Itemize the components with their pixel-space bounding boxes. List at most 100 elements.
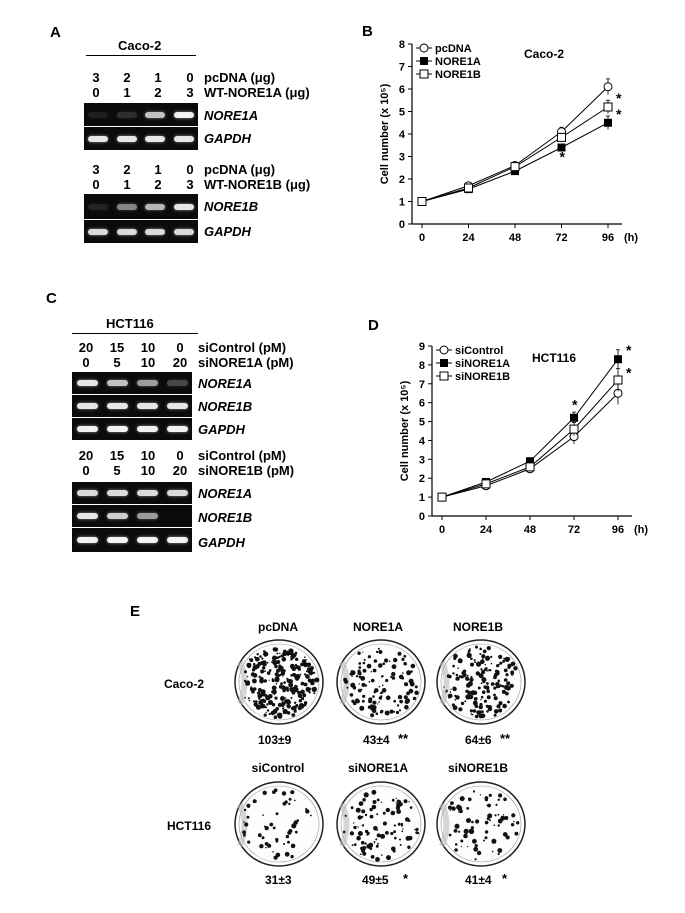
colony xyxy=(272,826,276,830)
gel-label: GAPDH xyxy=(198,535,245,550)
colony xyxy=(485,704,489,708)
y-tick-label: 1 xyxy=(399,197,405,209)
colony xyxy=(481,658,484,660)
colony xyxy=(498,701,503,706)
colony xyxy=(259,655,262,658)
colony xyxy=(262,653,265,656)
colony xyxy=(273,788,278,792)
gel-band xyxy=(166,380,188,386)
colony xyxy=(357,651,361,655)
significance-annotation: * xyxy=(572,397,578,413)
colony xyxy=(486,710,489,713)
colony xyxy=(288,648,294,654)
colony xyxy=(262,790,267,795)
colony xyxy=(484,667,488,670)
colony xyxy=(259,678,264,684)
value: 1 xyxy=(154,162,162,177)
colony xyxy=(302,662,308,668)
colony xyxy=(378,701,380,703)
colony xyxy=(472,709,477,713)
colony xyxy=(275,682,278,685)
colony xyxy=(264,680,267,683)
colony xyxy=(494,814,497,817)
colony xyxy=(275,656,279,659)
colony xyxy=(375,844,379,848)
colony xyxy=(404,704,409,710)
colony xyxy=(253,662,256,666)
colony xyxy=(350,806,354,810)
gel-band xyxy=(166,403,188,409)
colony xyxy=(355,699,360,704)
colony xyxy=(294,799,296,802)
colony xyxy=(401,657,405,661)
colony xyxy=(391,676,396,680)
colony xyxy=(252,687,257,691)
colony xyxy=(403,799,408,804)
x-unit-label: (h) xyxy=(634,524,648,536)
colony xyxy=(484,820,489,825)
colony xyxy=(476,850,482,856)
colony xyxy=(288,802,291,806)
significance-mark: * xyxy=(403,871,409,886)
legend-marker xyxy=(419,43,429,53)
gel-band xyxy=(136,380,158,386)
colony xyxy=(246,680,249,683)
colony xyxy=(412,696,417,701)
colony xyxy=(303,682,308,687)
colony xyxy=(476,661,482,667)
colony xyxy=(363,659,366,661)
colony xyxy=(390,831,394,836)
legend-entry: pcDNA xyxy=(435,43,472,55)
colony xyxy=(268,712,271,716)
colony xyxy=(243,808,247,812)
significance-annotation: * xyxy=(626,364,632,380)
colony xyxy=(275,707,279,711)
colony xyxy=(351,844,354,847)
colony xyxy=(498,654,503,659)
data-point xyxy=(437,492,447,502)
colony xyxy=(494,696,498,700)
colony xyxy=(472,838,477,844)
colony xyxy=(285,650,290,655)
colony xyxy=(481,654,486,659)
data-point xyxy=(557,132,566,142)
colony xyxy=(305,659,308,661)
colony xyxy=(490,682,495,686)
dish-rim xyxy=(436,781,526,867)
colony xyxy=(467,649,471,653)
colony xyxy=(487,706,493,712)
colony xyxy=(381,688,387,693)
gel-band xyxy=(166,537,188,543)
colony xyxy=(479,794,482,796)
value: 15 xyxy=(109,448,125,463)
colony xyxy=(400,824,403,827)
colony xyxy=(360,688,363,691)
colony xyxy=(406,691,410,696)
colony-count: 31±3 xyxy=(265,873,292,887)
value: 3 xyxy=(186,177,194,192)
colony xyxy=(280,696,285,701)
colony xyxy=(500,661,503,664)
x-tick-label: 48 xyxy=(509,232,521,244)
colony xyxy=(351,675,353,677)
colony xyxy=(364,842,367,845)
legend-marker xyxy=(419,69,429,79)
panel-a-block1-row2-name: WT-NORE1A (μg) xyxy=(204,85,310,100)
colony xyxy=(244,696,246,699)
colony xyxy=(272,660,278,666)
colony xyxy=(450,688,452,690)
colony xyxy=(344,814,347,817)
colony xyxy=(486,689,490,694)
colony xyxy=(299,704,305,709)
gel-c2-gapdh xyxy=(72,528,192,552)
colony xyxy=(397,694,403,700)
colony xyxy=(408,801,410,803)
data-point xyxy=(613,375,623,385)
colony xyxy=(295,673,301,680)
gel-band xyxy=(173,228,194,235)
dish-inner-rim xyxy=(340,643,422,721)
gel-label: GAPDH xyxy=(204,131,251,146)
colony xyxy=(470,657,473,661)
panel-a-cell-line-underline xyxy=(86,55,196,56)
